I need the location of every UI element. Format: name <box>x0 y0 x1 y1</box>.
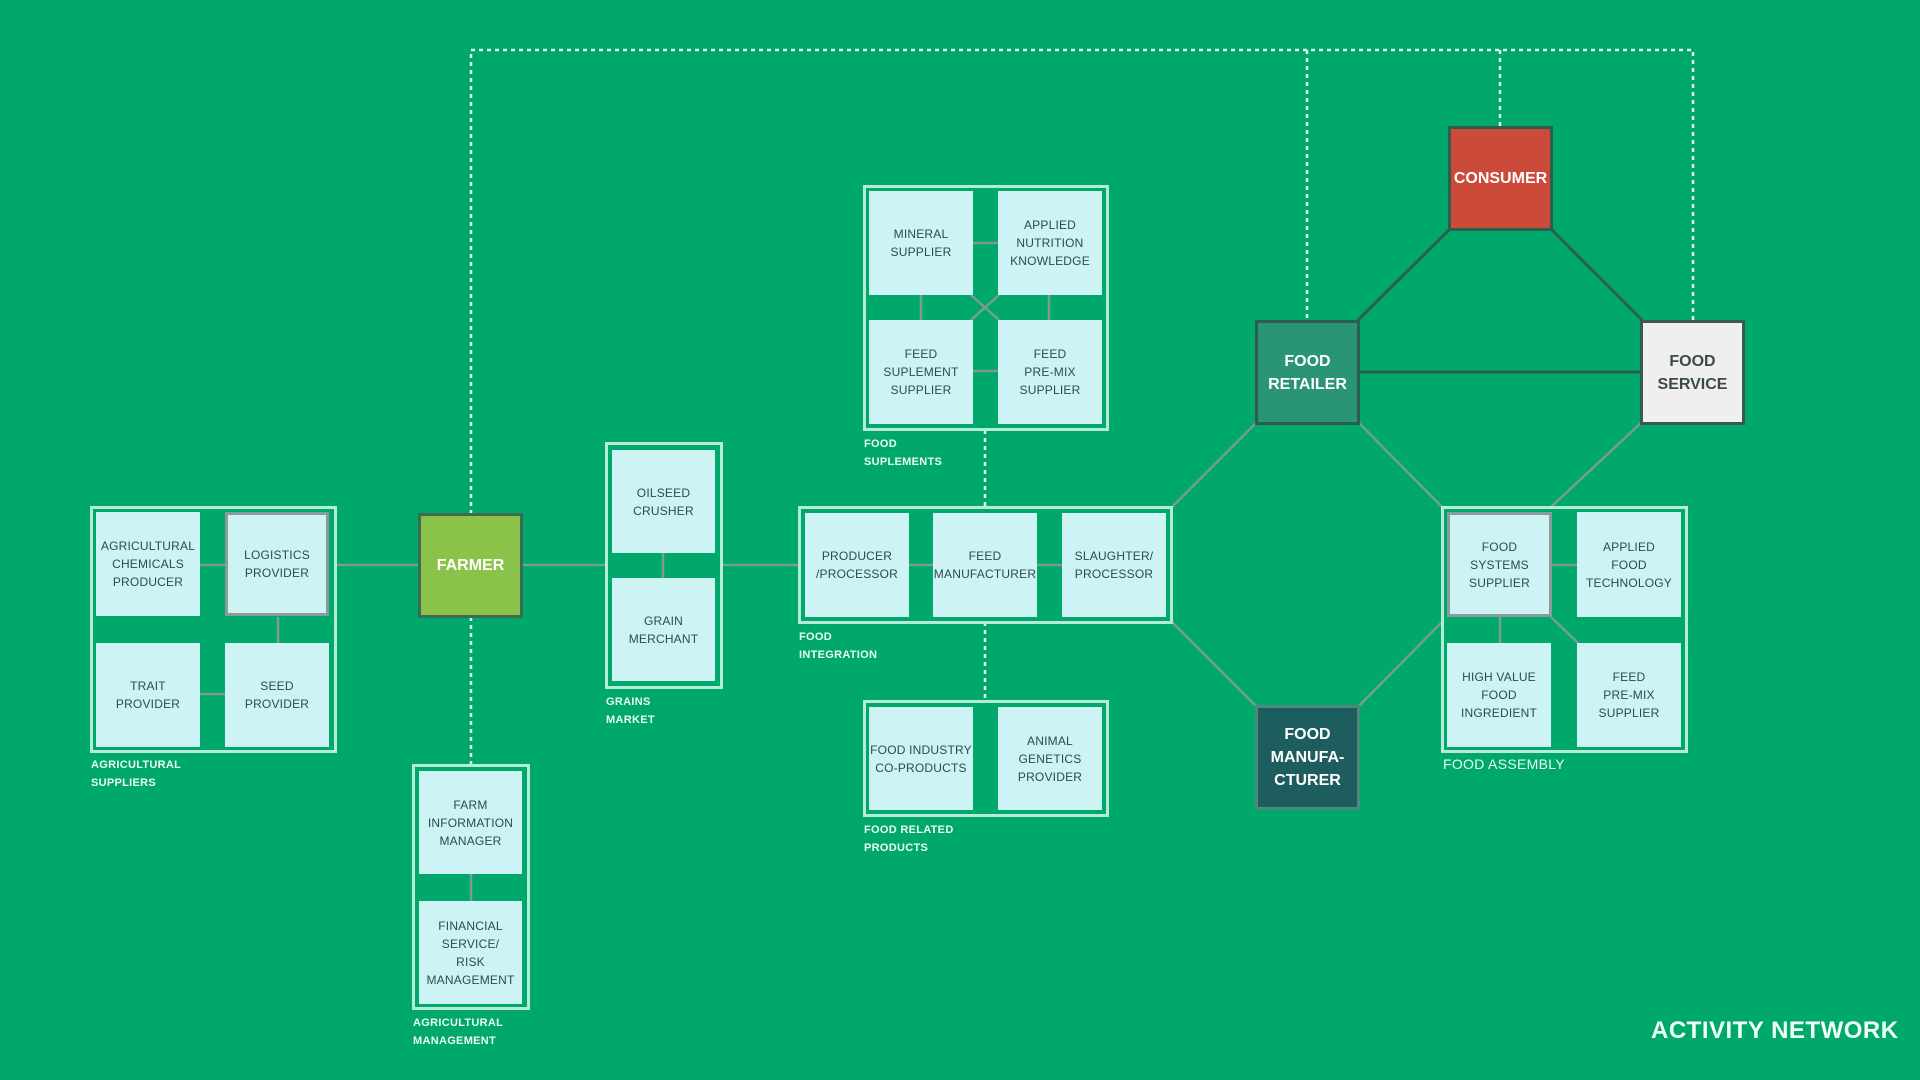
group-food-suplements <box>863 185 1109 431</box>
group-agricultural-suppliers <box>90 506 337 753</box>
node-applied-nutrition-knowledge[interactable]: APPLIED NUTRITION KNOWLEDGE <box>998 191 1102 295</box>
actor-food-service[interactable]: FOOD SERVICE <box>1640 320 1745 425</box>
label-agricultural-management: AGRICULTURAL MANAGEMENT <box>413 1017 504 1047</box>
node-mineral-supplier[interactable]: MINERAL SUPPLIER <box>869 191 973 295</box>
label-agricultural-suppliers: AGRICULTURAL SUPPLIERS <box>91 759 182 789</box>
label-food-integration: FOOD INTEGRATION <box>799 631 878 661</box>
label-grains-market: GRAINS MARKET <box>606 696 655 726</box>
label-food-related-products: FOOD RELATED PRODUCTS <box>864 824 954 854</box>
node-oilseed-crusher[interactable]: OILSEED CRUSHER <box>612 450 715 553</box>
node-financial-service-risk-management[interactable]: FINANCIAL SERVICE/ RISK MANAGEMENT <box>419 901 522 1004</box>
label-food-suplements: FOOD SUPLEMENTS <box>864 438 943 468</box>
node-logistics-provider[interactable]: LOGISTICS PROVIDER <box>225 512 329 616</box>
node-high-value-food-ingredient[interactable]: HIGH VALUE FOOD INGREDIENT <box>1447 643 1551 747</box>
actor-farmer[interactable]: FARMER <box>418 513 523 618</box>
node-animal-genetics-provider[interactable]: ANIMAL GENETICS PROVIDER <box>998 707 1102 810</box>
group-food-integration <box>798 506 1173 624</box>
node-agricultural-chemicals-producer[interactable]: AGRICULTURAL CHEMICALS PRODUCER <box>96 512 200 616</box>
node-feed-pre-mix-supplier-assembly[interactable]: FEED PRE-MIX SUPPLIER <box>1577 643 1681 747</box>
node-applied-food-technology[interactable]: APPLIED FOOD TECHNOLOGY <box>1577 512 1681 617</box>
node-producer-processor[interactable]: PRODUCER /PROCESSOR <box>805 513 909 617</box>
group-agricultural-management <box>412 764 530 1010</box>
group-food-related-products <box>863 700 1109 817</box>
node-trait-provider[interactable]: TRAIT PROVIDER <box>96 643 200 747</box>
node-feed-suplement-supplier[interactable]: FEED SUPLEMENT SUPPLIER <box>869 320 973 424</box>
label-food-assembly: FOOD ASSEMBLY <box>1443 756 1565 772</box>
node-farm-information-manager[interactable]: FARM INFORMATION MANAGER <box>419 771 522 874</box>
group-grains-market <box>605 442 723 689</box>
actor-consumer[interactable]: CONSUMER <box>1448 126 1553 231</box>
group-food-assembly <box>1441 506 1688 753</box>
actor-food-retailer[interactable]: FOOD RETAILER <box>1255 320 1360 425</box>
node-seed-provider[interactable]: SEED PROVIDER <box>225 643 329 747</box>
node-feed-pre-mix-supplier-suplements[interactable]: FEED PRE-MIX SUPPLIER <box>998 320 1102 424</box>
node-feed-manufacturer[interactable]: FEED MANUFACTURER <box>933 513 1037 617</box>
node-food-systems-supplier[interactable]: FOOD SYSTEMS SUPPLIER <box>1447 512 1552 617</box>
diagram-title: ACTIVITY NETWORK <box>1651 1017 1899 1044</box>
node-food-industry-co-products[interactable]: FOOD INDUSTRY CO-PRODUCTS <box>869 707 973 810</box>
node-slaughter-processor[interactable]: SLAUGHTER/ PROCESSOR <box>1062 513 1166 617</box>
actor-food-manufacturer[interactable]: FOOD MANUFA- CTURER <box>1255 705 1360 810</box>
node-grain-merchant[interactable]: GRAIN MERCHANT <box>612 578 715 681</box>
